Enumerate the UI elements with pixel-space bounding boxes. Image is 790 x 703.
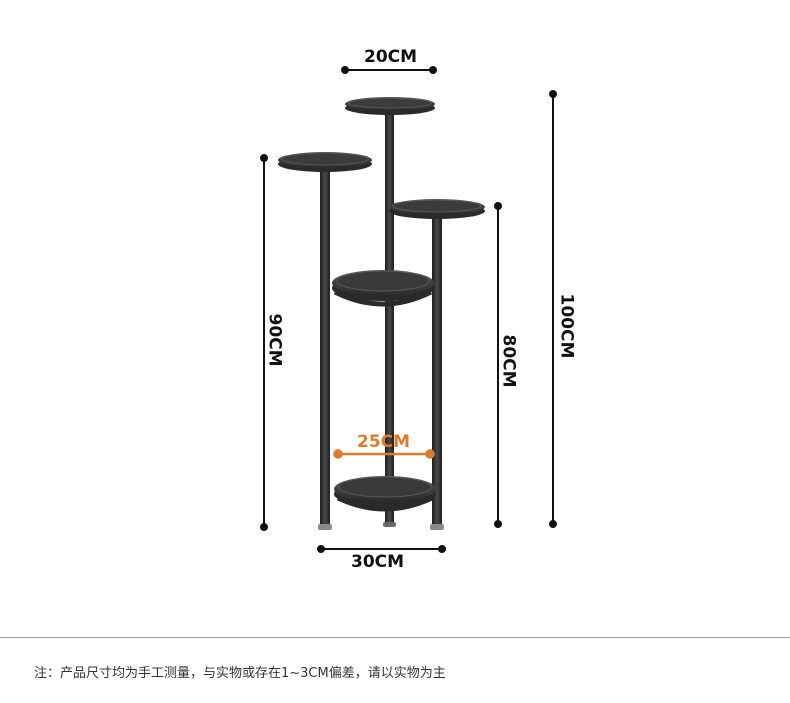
center-foot — [383, 522, 396, 527]
footer-divider — [0, 637, 790, 638]
right-foot — [430, 524, 444, 530]
total-height-label: 100CM — [556, 293, 577, 359]
plant-stand-illustration — [260, 66, 557, 553]
plant-stand — [278, 97, 485, 530]
left-foot — [318, 524, 332, 530]
dimension-lines — [260, 66, 557, 553]
dim-line-inner-tray — [333, 449, 435, 459]
footer-note: 注：产品尺寸均为手工测量，与实物或存在1~3CM偏差，请以实物为主 — [34, 666, 446, 681]
bottom-tray — [334, 476, 436, 512]
base-width-label: 30CM — [351, 552, 405, 572]
center-pole — [385, 110, 394, 526]
left-pole — [320, 170, 330, 526]
left-tray — [278, 152, 372, 172]
right-pole — [432, 212, 442, 526]
middle-tray — [332, 270, 434, 307]
top-tray-diameter-label: 20CM — [364, 47, 418, 67]
top-tray — [345, 97, 435, 115]
right-tray — [389, 199, 485, 219]
inner-tray-diameter-label: 25CM — [357, 432, 411, 452]
right-height-label: 80CM — [498, 334, 519, 388]
left-height-label: 90CM — [264, 313, 285, 367]
